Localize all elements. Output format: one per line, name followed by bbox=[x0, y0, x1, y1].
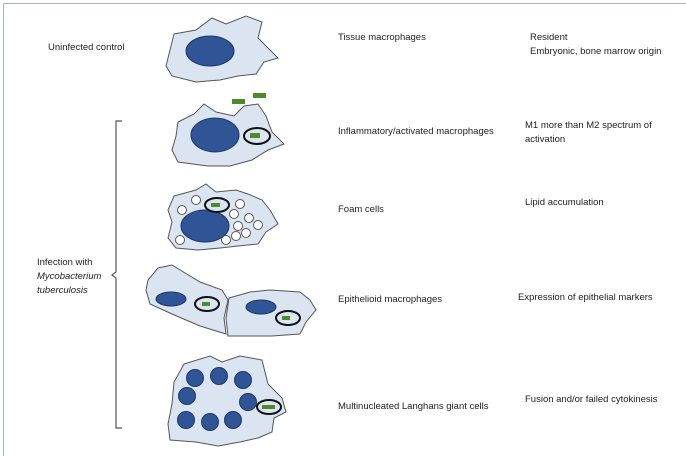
cell-type-label: Multinucleated Langhans giant cells bbox=[338, 401, 489, 412]
cell-note: activation bbox=[525, 134, 566, 145]
cell-note: Embryonic, bone marrow origin bbox=[530, 46, 662, 57]
figure-frame bbox=[3, 3, 686, 456]
cell-type-label: Epithelioid macrophages bbox=[338, 294, 443, 305]
bacterium bbox=[250, 133, 260, 138]
tissue-macrophage-cell bbox=[165, 15, 279, 83]
uninfected-control-label: Uninfected control bbox=[48, 42, 125, 53]
cell-type-label: Inflammatory/activated macrophages bbox=[338, 126, 494, 137]
inflammatory-macrophage-cell bbox=[171, 103, 285, 167]
infection-organism-label: tuberculosis bbox=[37, 285, 88, 296]
infection-label: Infection with bbox=[37, 257, 93, 268]
cell-note: Resident bbox=[530, 32, 568, 43]
cell-note: M1 more than M2 spectrum of bbox=[525, 120, 652, 131]
bacterium bbox=[282, 316, 290, 320]
lipid-droplets bbox=[175, 195, 263, 245]
bacterium bbox=[232, 99, 245, 104]
nucleus bbox=[180, 209, 230, 243]
cell-note: Expression of epithelial markers bbox=[518, 292, 653, 303]
foam-cell bbox=[167, 183, 279, 251]
cell-type-label: Foam cells bbox=[338, 204, 384, 215]
cell-type-label: Tissue macrophages bbox=[338, 32, 426, 43]
bacterium bbox=[211, 203, 220, 207]
nucleus bbox=[245, 299, 277, 315]
bacterium bbox=[202, 302, 210, 306]
nucleus bbox=[185, 35, 235, 67]
bacterium bbox=[262, 405, 275, 409]
bacterium bbox=[253, 93, 266, 98]
infection-organism-label: Mycobacterium bbox=[37, 271, 102, 282]
infection-bracket bbox=[111, 120, 122, 429]
nucleus bbox=[155, 291, 187, 307]
langhans-giant-cell bbox=[167, 355, 287, 447]
nucleus bbox=[190, 117, 240, 153]
cell-note: Lipid accumulation bbox=[525, 197, 604, 208]
nuclei bbox=[177, 367, 257, 431]
cell-note: Fusion and/or failed cytokinesis bbox=[525, 394, 658, 405]
epithelioid-macrophage-cells bbox=[145, 264, 317, 337]
